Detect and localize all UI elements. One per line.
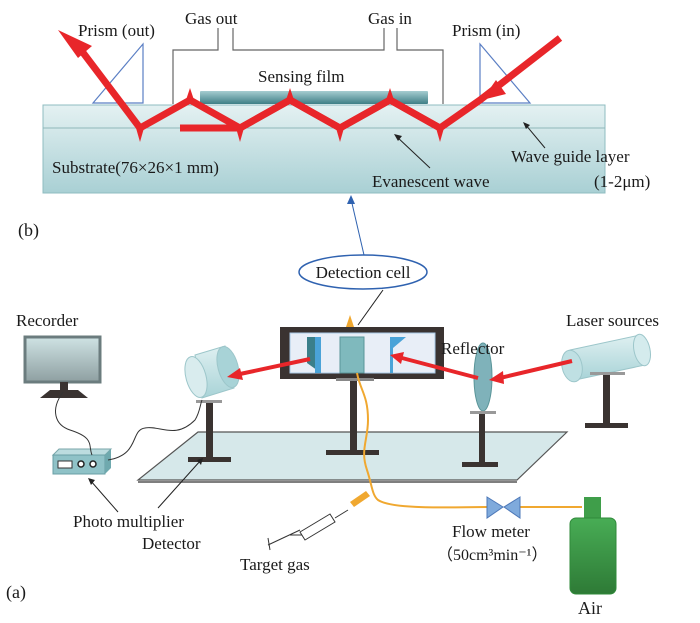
- wave-guide-pointer: [524, 123, 546, 149]
- evanescent-wave-label: Evanescent wave: [372, 172, 490, 191]
- panel-a: Detection cell: [6, 254, 659, 618]
- gas-out-tube-inner: [232, 28, 350, 51]
- air-bottle: [569, 497, 617, 595]
- stands: [188, 373, 628, 467]
- gas-in-tube: [350, 28, 385, 51]
- evanescent-wave-pointer-head: [394, 134, 402, 141]
- gas-in-label: Gas in: [368, 9, 412, 28]
- target-gas-label: Target gas: [240, 555, 310, 574]
- reflector-stand-pole: [479, 412, 485, 462]
- beam-cell-to-detector-head: [227, 368, 243, 380]
- reflector-mount: [470, 411, 496, 414]
- laser-spikes: [136, 88, 444, 142]
- cell-gas-outlet: [346, 315, 354, 327]
- flow-rate-label: （50cm³min⁻¹）: [437, 546, 547, 564]
- flow-meter-label: Flow meter: [452, 522, 530, 541]
- gas-out-tube: [172, 28, 219, 104]
- reflector-stand-base: [462, 462, 498, 467]
- laser-sources-label: Laser sources: [566, 311, 659, 330]
- cell-stand-pole: [350, 381, 357, 451]
- beam-reflector-to-cell: [401, 356, 479, 380]
- evanescent-wave-pointer: [395, 135, 431, 169]
- beam-laser-to-reflector: [499, 359, 573, 380]
- laser-source: [561, 333, 652, 383]
- detection-cell-callout-arrowhead: [347, 195, 355, 204]
- monitor-cable: [55, 391, 93, 456]
- prism-in: [479, 42, 532, 104]
- pm-detector-pointer: [157, 459, 202, 509]
- prism-in-label: Prism (in): [452, 21, 520, 40]
- prism-out-label: Prism (out): [78, 21, 155, 40]
- gas-out-label: Gas out: [185, 9, 238, 28]
- photomultiplier-control-box: [51, 448, 113, 475]
- reflector-label: Reflector: [441, 339, 505, 358]
- wave-guide-layer-label: Wave guide layer: [511, 147, 630, 166]
- photomultiplier-detector: [184, 345, 240, 403]
- panel-b: Prism (out) Gas out Gas in Prism (in) Se…: [18, 9, 650, 241]
- sensing-film-label: Sensing film: [258, 67, 344, 86]
- cell-stand-base: [326, 450, 379, 455]
- cell-prism-right: [390, 337, 406, 373]
- syringe: [267, 509, 349, 551]
- cell-sample-chamber: [339, 336, 365, 374]
- recorder-monitor: [23, 335, 102, 398]
- pm-box-pointer-head: [88, 478, 95, 485]
- laser-beams-a: [227, 352, 573, 384]
- detector-stand-pole: [206, 402, 213, 458]
- pm-detector-pointer-head: [197, 458, 203, 465]
- flow-meter-valve-right: [503, 496, 521, 519]
- substrate-label: Substrate(76×26×1 mm): [52, 158, 219, 177]
- gas-in-tube-outer: [396, 28, 444, 104]
- beam-laser-to-reflector-head: [489, 371, 504, 384]
- flow-meter-valve: [486, 496, 504, 519]
- wave-guide-pointer-head: [523, 122, 530, 129]
- laser-arrowhead-in: [482, 80, 506, 100]
- air-label: Air: [578, 598, 602, 618]
- recorder-label: Recorder: [16, 311, 79, 330]
- detection-cell-pointer: [357, 289, 384, 326]
- laser-stand-pole: [603, 373, 610, 425]
- detection-cell: [280, 315, 444, 381]
- panel-a-label: (a): [6, 582, 26, 603]
- pm-box-pointer: [89, 479, 119, 513]
- panel-b-label: (b): [18, 220, 39, 241]
- gas-injection-needle: [350, 491, 370, 507]
- detection-cell-callout-line: [350, 198, 365, 256]
- beam-cell-to-detector: [239, 357, 311, 376]
- detector-cable: [107, 399, 203, 461]
- detection-cell-label: Detection cell: [316, 263, 411, 282]
- gas-supply-tube: [356, 372, 582, 509]
- photo-multiplier-label: Photo multiplier: [73, 512, 184, 531]
- detection-cell-callout: [298, 254, 428, 290]
- laser-stand-base: [585, 423, 628, 428]
- optical-table: [136, 431, 569, 481]
- detector-label: Detector: [142, 534, 201, 553]
- cell-stand-top: [336, 378, 374, 381]
- detector-stand-base: [188, 457, 231, 462]
- laser-arrowhead-out: [58, 30, 92, 58]
- beam-reflector-to-cell-head: [390, 352, 404, 364]
- sensing-film: [200, 91, 428, 104]
- wave-guide-thickness-label: (1-2μm): [594, 172, 650, 191]
